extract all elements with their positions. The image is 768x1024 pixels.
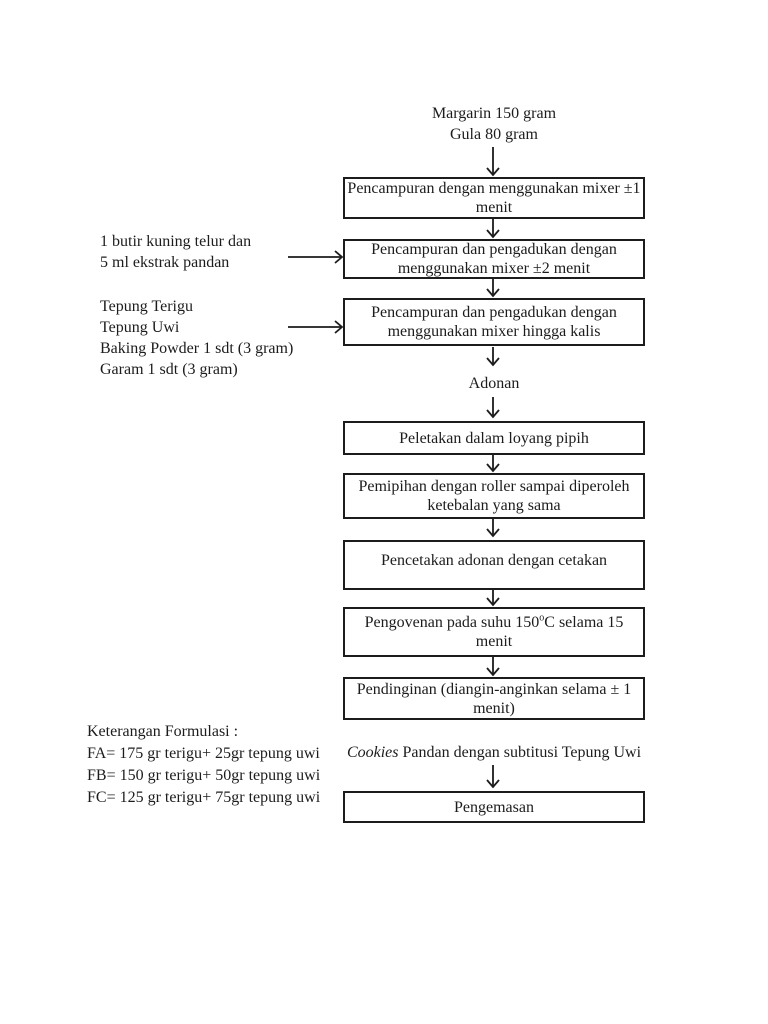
down-arrow-icon	[486, 765, 500, 789]
down-arrow-icon	[486, 455, 500, 473]
box-text: Pencampuran dan pengadukan dengan	[371, 241, 617, 258]
input-egg-pandan-label: 1 butir kuning telur dan 5 ml ekstrak pa…	[100, 231, 251, 273]
right-arrow-icon	[288, 320, 344, 334]
dough-label: Adonan	[343, 373, 645, 394]
process-box-mixing-margarine-sugar: Pencampuran dengan menggunakan mixer ±1 …	[343, 177, 645, 219]
down-arrow-icon	[486, 589, 500, 607]
dough-label-text: Adonan	[468, 375, 520, 392]
down-arrow-icon	[486, 518, 500, 538]
cookies-rest-text: Pandan dengan subtitusi Tepung Uwi	[398, 744, 642, 761]
process-box-packaging: Pengemasan	[343, 791, 645, 823]
side-input-line: Garam 1 sdt (3 gram)	[100, 361, 238, 378]
oven-text-post: C selama 15	[544, 614, 624, 631]
box-text: Pencampuran dengan menggunakan mixer ±1	[347, 180, 641, 197]
oven-text-pre: Pengovenan pada suhu 150	[364, 614, 540, 631]
process-box-tray-placement: Peletakan dalam loyang pipih	[343, 421, 645, 455]
process-box-rolling: Pemipihan dengan roller sampai diperoleh…	[343, 473, 645, 519]
process-box-molding: Pencetakan adonan dengan cetakan	[343, 540, 645, 590]
process-box-mixing-egg-pandan: Pencampuran dan pengadukan dengan menggu…	[343, 239, 645, 279]
box-text: ketebalan yang sama	[427, 497, 561, 514]
legend-title: Keterangan Formulasi :	[87, 723, 239, 740]
input-dry-ingredients-label: Tepung Terigu Tepung Uwi Baking Powder 1…	[100, 296, 293, 380]
process-box-baking: Pengovenan pada suhu 150oC selama 15 men…	[343, 607, 645, 657]
box-text: Pendinginan (diangin-anginkan selama ± 1	[356, 680, 632, 698]
box-text: Pemipihan dengan roller sampai diperoleh	[358, 478, 630, 495]
side-input-line: 1 butir kuning telur dan	[100, 233, 252, 250]
box-text: Pengemasan	[454, 798, 534, 816]
source-ingredients-label: Margarin 150 gram Gula 80 gram	[343, 103, 645, 145]
down-arrow-icon	[486, 278, 500, 298]
formulation-legend: Keterangan Formulasi : FA= 175 gr terigu…	[87, 721, 320, 809]
box-text: Pencampuran dan pengadukan dengan	[371, 304, 617, 321]
box-text: Peletakan dalam loyang pipih	[399, 429, 589, 447]
side-input-line: 5 ml ekstrak pandan	[100, 254, 230, 271]
box-text: Pengovenan pada suhu 150oC selama 15	[345, 613, 643, 632]
degree-superscript: o	[539, 612, 545, 624]
cookies-product-label: Cookies Pandan dengan subtitusi Tepung U…	[294, 743, 694, 763]
down-arrow-icon	[486, 147, 500, 177]
down-arrow-icon	[486, 657, 500, 677]
cookies-italic-text: Cookies	[346, 744, 399, 761]
side-input-line: Tepung Uwi	[100, 319, 180, 336]
box-text: menggunakan mixer hingga kalis	[387, 323, 601, 340]
right-arrow-icon	[288, 250, 344, 264]
box-text: menggunakan mixer ±2 menit	[397, 260, 591, 277]
legend-item: FB= 150 gr terigu+ 50gr tepung uwi	[87, 767, 321, 784]
side-input-line: Baking Powder 1 sdt (3 gram)	[100, 340, 294, 357]
source-ingredient-line: Gula 80 gram	[450, 126, 538, 143]
side-input-line: Tepung Terigu	[100, 298, 193, 315]
source-ingredient-line: Margarin 150 gram	[431, 105, 557, 122]
box-text: Pencetakan adonan dengan cetakan	[380, 552, 608, 569]
box-text: menit	[475, 633, 513, 650]
down-arrow-icon	[486, 217, 500, 239]
legend-item: FA= 175 gr terigu+ 25gr tepung uwi	[87, 745, 320, 762]
process-box-mixing-until-kalis: Pencampuran dan pengadukan dengan menggu…	[343, 298, 645, 346]
box-text: menit	[475, 199, 513, 216]
down-arrow-icon	[486, 397, 500, 419]
down-arrow-icon	[486, 347, 500, 367]
process-box-cooling: Pendinginan (diangin-anginkan selama ± 1…	[343, 677, 645, 720]
legend-item: FC= 125 gr terigu+ 75gr tepung uwi	[87, 789, 321, 806]
box-text: menit)	[473, 699, 515, 717]
